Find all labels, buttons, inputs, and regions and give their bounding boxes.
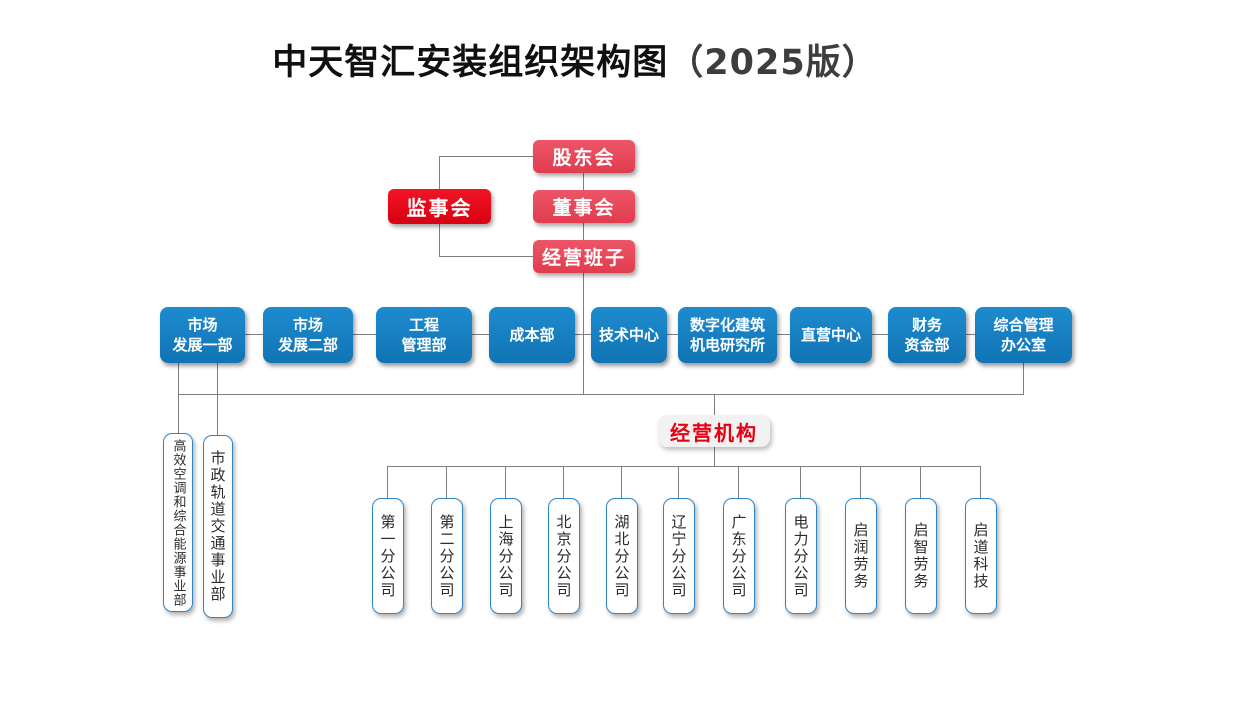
node-board-of-directors: 董事会 [533, 190, 635, 223]
connector-line [738, 466, 739, 498]
connector-line [439, 156, 534, 157]
node-subsidiary: 第一分公司 [372, 498, 404, 614]
connector-line [800, 466, 801, 498]
connector-line [178, 394, 1024, 395]
node-department: 技术中心 [591, 307, 667, 363]
connector-line [387, 466, 980, 467]
connector-line [1023, 363, 1024, 394]
node-department: 数字化建筑 机电研究所 [678, 307, 777, 363]
node-department: 成本部 [489, 307, 575, 363]
node-department: 市场 发展一部 [160, 307, 245, 363]
connector-line [505, 466, 506, 498]
node-department: 财务 资金部 [888, 307, 966, 363]
connector-line [217, 363, 218, 436]
node-subsidiary: 启智劳务 [905, 498, 937, 614]
node-subsidiary: 北京分公司 [548, 498, 580, 614]
node-subsidiary: 第二分公司 [431, 498, 463, 614]
node-shareholders-meeting: 股东会 [533, 140, 635, 173]
connector-line [678, 466, 679, 498]
connector-line [439, 256, 534, 257]
node-department: 直营中心 [790, 307, 872, 363]
connector-line [621, 466, 622, 498]
node-department: 综合管理 办公室 [975, 307, 1072, 363]
node-subsidiary: 辽宁分公司 [663, 498, 695, 614]
connector-line [583, 273, 584, 394]
page-title-main: 中天智汇安装组织架构图 [272, 43, 669, 83]
node-subsidiary: 广东分公司 [723, 498, 755, 614]
connector-line [714, 447, 715, 466]
node-subsidiary: 启道科技 [965, 498, 997, 614]
node-business-unit: 市政轨道交通事业部 [203, 435, 233, 618]
page-title-version: （2025版） [668, 43, 878, 83]
node-department: 市场 发展二部 [263, 307, 353, 363]
connector-line [563, 466, 564, 498]
node-subsidiary: 上海分公司 [490, 498, 522, 614]
node-supervisory-board: 监事会 [388, 189, 491, 224]
connector-line [178, 363, 179, 434]
node-subsidiary: 湖北分公司 [606, 498, 638, 614]
connector-line [860, 466, 861, 498]
node-subsidiary: 电力分公司 [785, 498, 817, 614]
node-operating-group: 经营机构 [658, 415, 770, 447]
connector-line [583, 173, 584, 191]
connector-line [920, 466, 921, 498]
connector-line [387, 466, 388, 498]
node-department: 工程 管理部 [376, 307, 472, 363]
connector-line [980, 466, 981, 498]
node-subsidiary: 启润劳务 [845, 498, 877, 614]
node-business-unit: 高效空调和综合能源事业部 [163, 433, 193, 612]
connector-line [446, 466, 447, 498]
connector-line [583, 223, 584, 241]
connector-line [714, 394, 715, 415]
node-management-team: 经营班子 [533, 240, 635, 273]
page-title: 中天智汇安装组织架构图（2025版） [0, 42, 1150, 86]
